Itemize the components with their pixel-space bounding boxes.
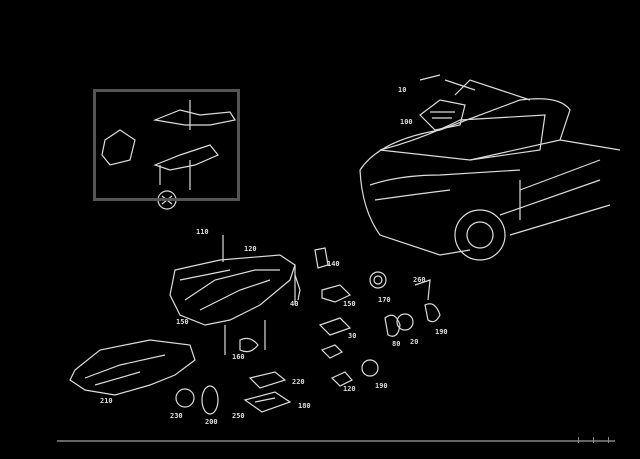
- callout-label: 260: [413, 276, 426, 284]
- callout-label: 40: [290, 300, 299, 308]
- callout-label: 210: [100, 397, 113, 405]
- callout-label: 150: [176, 318, 189, 326]
- headlamp-housing-illustration: [169, 235, 296, 355]
- callout-label: 170: [378, 296, 391, 304]
- rule-tick: [593, 437, 594, 443]
- callout-label: 200: [205, 418, 218, 426]
- callout-label: 160: [232, 353, 245, 361]
- rule-tick: [608, 437, 609, 443]
- callout-label: 250: [232, 412, 245, 420]
- callout-label: 230: [170, 412, 183, 420]
- headlamp-lens-illustration: [69, 339, 196, 396]
- callout-label: 20: [410, 338, 419, 346]
- rule-tick: [578, 437, 579, 443]
- callout-label: 140: [327, 260, 340, 268]
- callout-label: 110: [196, 228, 209, 236]
- callout-label: 30: [348, 332, 357, 340]
- callout-label: 80: [392, 340, 401, 348]
- bottom-rule: [57, 440, 615, 442]
- callout-label: 120: [244, 245, 257, 253]
- callout-label: 190: [375, 382, 388, 390]
- callout-label: 190: [435, 328, 448, 336]
- callout-label: 180: [298, 402, 311, 410]
- small-parts-illustration: [175, 247, 441, 415]
- car-body-illustration: [359, 79, 621, 261]
- mirror-unit-illustration: [419, 74, 476, 131]
- callout-label: 220: [292, 378, 305, 386]
- callout-label: 150: [343, 300, 356, 308]
- detail-inset-frame: [93, 89, 240, 201]
- callout-label: 120: [343, 385, 356, 393]
- callout-label: 100: [400, 118, 413, 126]
- callout-label: 10: [398, 86, 407, 94]
